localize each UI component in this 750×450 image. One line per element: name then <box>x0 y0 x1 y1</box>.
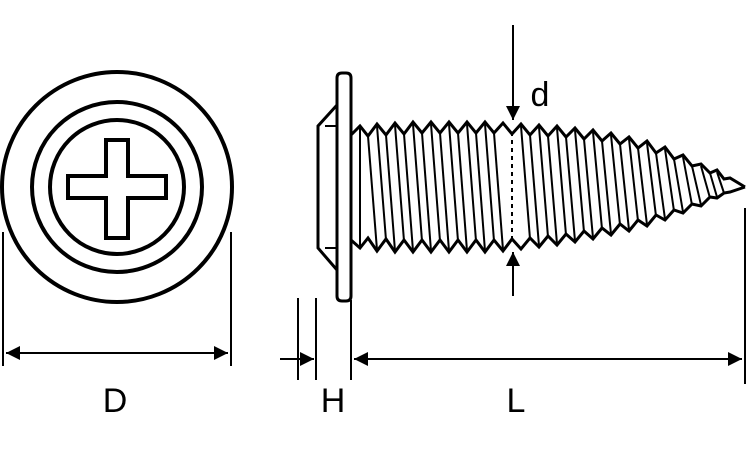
label-D: D <box>103 382 128 420</box>
label-H: H <box>321 382 346 420</box>
label-L: L <box>507 382 526 420</box>
head-top-view <box>0 70 234 304</box>
head-circle <box>30 100 204 274</box>
dimension-D <box>2 232 232 366</box>
outer-washer-circle <box>0 70 234 304</box>
washer-flange <box>335 71 353 303</box>
phillips-cross-icon <box>66 138 168 240</box>
inner-head-circle <box>48 118 186 256</box>
head-profile <box>316 103 339 271</box>
dimension-H <box>280 298 317 380</box>
thread-lines <box>359 123 725 252</box>
dimension-L <box>350 208 746 384</box>
label-d: d <box>531 76 550 114</box>
screw-side-view <box>316 71 746 303</box>
